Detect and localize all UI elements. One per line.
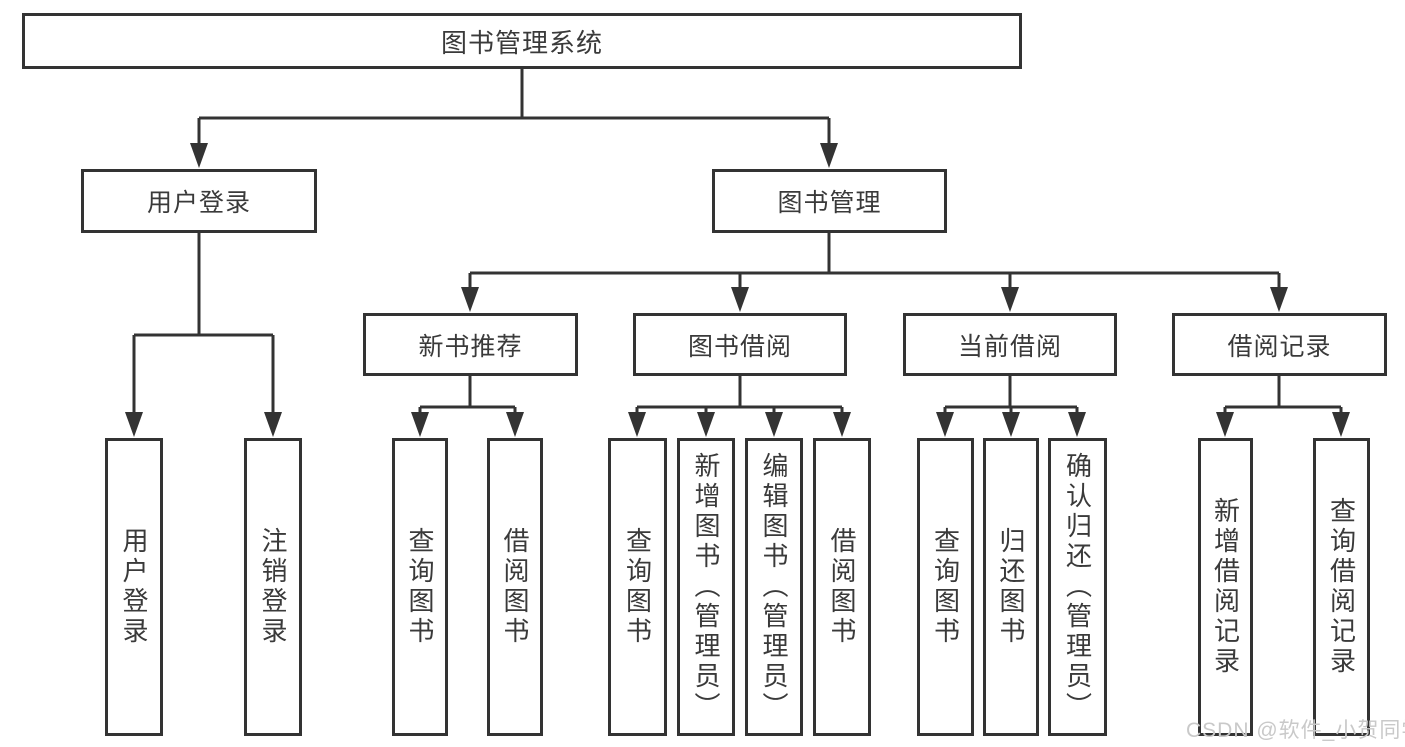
node-borrowing-records-label: 借阅记录 bbox=[1227, 332, 1332, 361]
leaf-user-login-label: 用户登录 bbox=[119, 527, 149, 647]
node-current-borrowing: 当前借阅 bbox=[903, 313, 1117, 376]
leaf-confirm-return-admin: 确认归还（管理员） bbox=[1048, 438, 1107, 736]
edge-borrowing-records-to-leaves bbox=[1216, 376, 1350, 437]
leaf-query-books-recommend: 查询图书 bbox=[392, 438, 448, 736]
leaf-query-books-recommend-label: 查询图书 bbox=[405, 527, 435, 647]
leaf-return-books-label: 归还图书 bbox=[996, 527, 1026, 647]
leaf-add-books-admin: 新增图书（管理员） bbox=[677, 438, 735, 736]
leaf-edit-books-admin: 编辑图书（管理员） bbox=[745, 438, 803, 736]
edge-book-management-to-level3 bbox=[461, 232, 1288, 312]
leaf-borrow-books-borrowing-label: 借阅图书 bbox=[827, 527, 857, 647]
leaf-user-login: 用户登录 bbox=[105, 438, 163, 736]
watermark: CSDN @软件_小贺同学 bbox=[1186, 719, 1405, 742]
leaf-add-borrow-record-label: 新增借阅记录 bbox=[1210, 497, 1241, 677]
node-book-management: 图书管理 bbox=[712, 169, 947, 233]
edge-root-to-level2 bbox=[190, 69, 838, 168]
node-book-borrowing-label: 图书借阅 bbox=[687, 332, 792, 361]
leaf-add-borrow-record: 新增借阅记录 bbox=[1198, 438, 1253, 736]
leaf-query-books-borrowing-label: 查询图书 bbox=[622, 527, 653, 647]
leaf-query-borrow-record: 查询借阅记录 bbox=[1313, 438, 1370, 736]
node-new-book-recommend: 新书推荐 bbox=[363, 313, 578, 376]
node-book-borrowing: 图书借阅 bbox=[633, 313, 847, 376]
node-current-borrowing-label: 当前借阅 bbox=[957, 332, 1062, 361]
leaf-query-books-current: 查询图书 bbox=[917, 438, 974, 736]
node-library-management-system-label: 图书管理系统 bbox=[440, 27, 603, 58]
edge-new-book-recommend-to-leaves bbox=[411, 376, 524, 437]
node-book-management-label: 图书管理 bbox=[777, 189, 882, 217]
edge-book-borrowing-to-leaves bbox=[628, 376, 851, 437]
node-borrowing-records: 借阅记录 bbox=[1172, 313, 1387, 376]
leaf-query-books-current-label: 查询图书 bbox=[930, 527, 961, 647]
leaf-confirm-return-admin-label: 确认归还（管理员） bbox=[1062, 452, 1093, 722]
leaf-return-books: 归还图书 bbox=[983, 438, 1039, 736]
node-library-management-system: 图书管理系统 bbox=[22, 13, 1022, 69]
leaf-edit-books-admin-label: 编辑图书（管理员） bbox=[759, 452, 789, 722]
edge-current-borrowing-to-leaves bbox=[936, 376, 1086, 437]
leaf-query-borrow-record-label: 查询借阅记录 bbox=[1326, 497, 1357, 677]
leaf-logout-label: 注销登录 bbox=[258, 527, 288, 647]
node-user-login-label: 用户登录 bbox=[146, 189, 251, 217]
leaf-borrow-books-borrowing: 借阅图书 bbox=[813, 438, 871, 736]
leaf-logout: 注销登录 bbox=[244, 438, 302, 736]
leaf-query-books-borrowing: 查询图书 bbox=[608, 438, 667, 736]
node-user-login: 用户登录 bbox=[81, 169, 317, 233]
leaf-borrow-books-recommend-label: 借阅图书 bbox=[500, 527, 530, 647]
leaf-borrow-books-recommend: 借阅图书 bbox=[487, 438, 543, 736]
edge-user-login-to-leaves bbox=[125, 233, 282, 437]
node-new-book-recommend-label: 新书推荐 bbox=[418, 332, 523, 361]
leaf-add-books-admin-label: 新增图书（管理员） bbox=[691, 452, 721, 722]
